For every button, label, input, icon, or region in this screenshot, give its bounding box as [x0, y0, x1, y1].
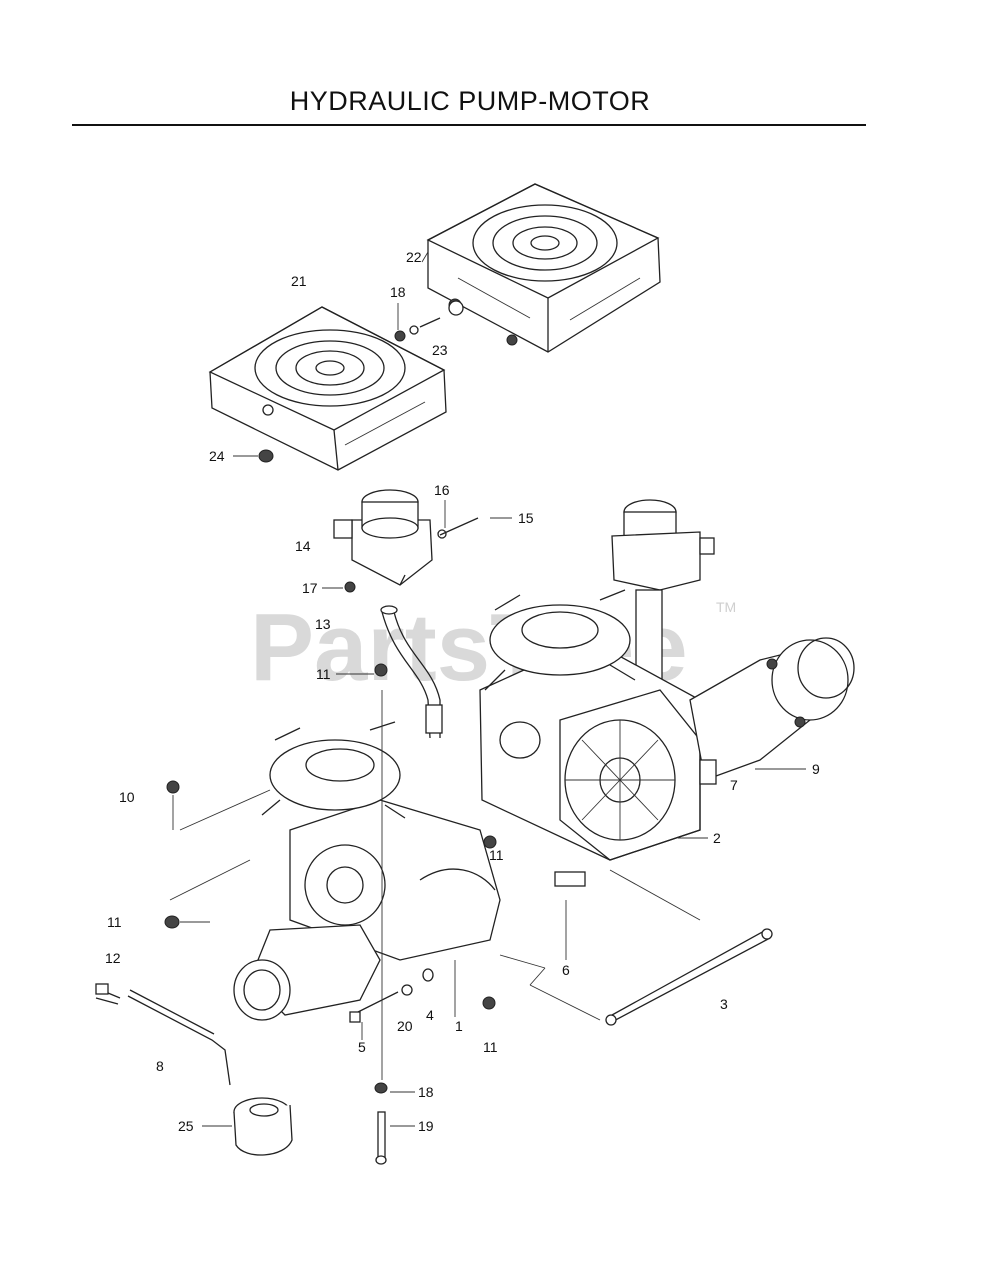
callout-13: 13: [315, 616, 331, 632]
callout-3: 3: [720, 996, 728, 1012]
callout-9: 9: [812, 761, 820, 777]
callout-1: 1: [455, 1018, 463, 1034]
callout-5: 5: [358, 1039, 366, 1055]
callout-11a: 11: [316, 666, 331, 682]
callout-22: 22: [406, 249, 422, 265]
diagram-title: HYDRAULIC PUMP-MOTOR: [289, 86, 651, 116]
oil-reservoir-14[interactable]: [333, 489, 479, 593]
callout-14: 14: [295, 538, 311, 554]
hydrostatic-unit-1[interactable]: [233, 721, 586, 1021]
callout-labels: 1 2 3 4 5 6 7 8 9 10 11 11 11 11 12 13 1…: [105, 249, 820, 1134]
callout-10: 10: [119, 789, 135, 805]
callout-20: 20: [397, 1018, 413, 1034]
hydrostatic-unit-2[interactable]: [479, 589, 855, 861]
callout-17: 17: [302, 580, 318, 596]
hardware-fasteners[interactable]: [164, 663, 497, 1165]
callout-12: 12: [105, 950, 121, 966]
oil-filter-25[interactable]: [233, 1097, 293, 1156]
fan-shroud-22[interactable]: [426, 183, 661, 353]
callout-4: 4: [426, 1007, 434, 1023]
callout-2: 2: [713, 830, 721, 846]
callout-11b: 11: [107, 914, 122, 930]
oil-reservoir-right[interactable]: [611, 499, 715, 687]
shroud-hardware[interactable]: [258, 300, 464, 463]
callout-23: 23: [432, 342, 448, 358]
callout-18b: 18: [418, 1084, 434, 1100]
title-rule: [72, 124, 866, 126]
fan-shroud-21[interactable]: [208, 306, 447, 471]
callout-19: 19: [418, 1118, 434, 1134]
callout-15: 15: [518, 510, 534, 526]
watermark-tm: TM: [716, 599, 736, 615]
callout-18a: 18: [390, 284, 406, 300]
callout-21: 21: [291, 273, 307, 289]
leader-lines: [169, 251, 806, 1127]
callout-11d: 11: [489, 847, 504, 863]
callout-24: 24: [209, 448, 225, 464]
callout-16: 16: [434, 482, 450, 498]
callout-8: 8: [156, 1058, 164, 1074]
bypass-rod-3[interactable]: [605, 928, 773, 1026]
callout-11c: 11: [483, 1039, 498, 1055]
callout-25: 25: [178, 1118, 194, 1134]
callout-7: 7: [730, 777, 738, 793]
control-rod-8[interactable]: [95, 983, 231, 1086]
callout-6: 6: [562, 962, 570, 978]
hose-13[interactable]: [380, 605, 443, 739]
